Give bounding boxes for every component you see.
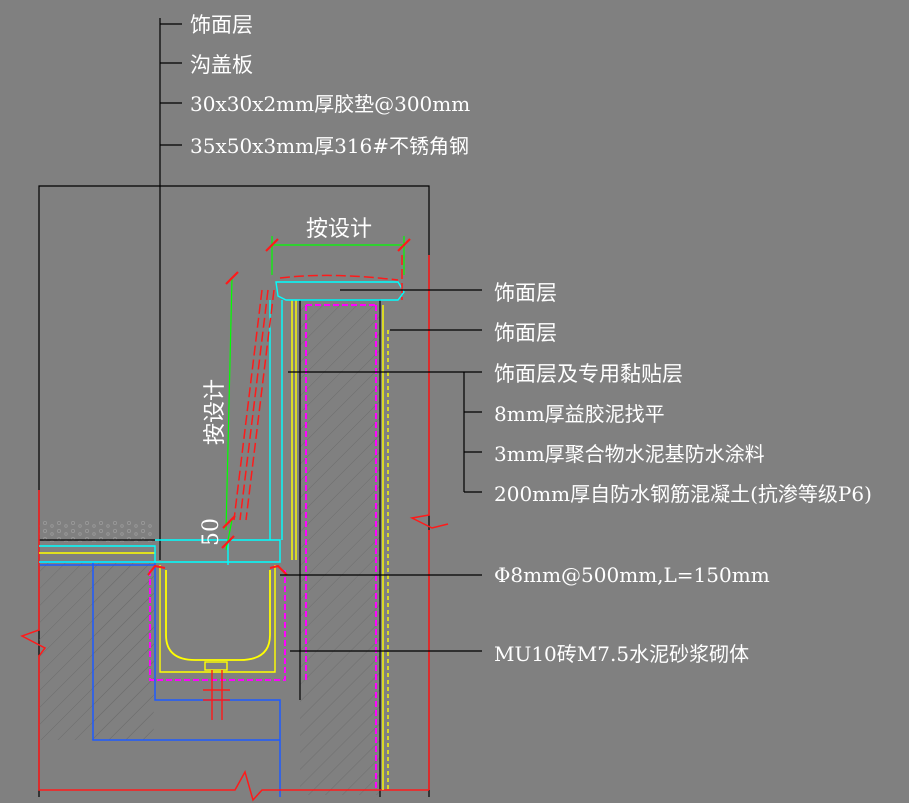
right-callout-masonry: MU10砖M7.5水泥砂浆砌体 <box>494 642 749 666</box>
right-callout-finish-2: 饰面层 <box>494 321 557 345</box>
boundary-red <box>20 255 449 802</box>
dimension-lines <box>225 236 405 551</box>
top-callout-leader <box>159 18 182 560</box>
waterproof-membrane <box>149 304 377 790</box>
drain-channel <box>165 570 271 661</box>
dimension-side-height: 按设计 <box>203 379 228 445</box>
right-callout-group-4: 200mm厚自防水钢筋混凝土(抗渗等级P6) <box>494 482 872 506</box>
right-callout-group-1: 饰面层及专用黏贴层 <box>494 362 683 386</box>
stone-finish <box>233 255 403 521</box>
top-callout-item-4: 35x50x3mm厚316#不锈角钢 <box>190 134 469 158</box>
right-callout-finish-1: 饰面层 <box>494 281 557 305</box>
dimension-base: 50 <box>199 518 224 546</box>
anchor-bars <box>147 564 288 576</box>
drain-outlet <box>203 661 230 720</box>
ground-section <box>39 305 380 795</box>
top-callout-item-3: 30x30x2mm厚胶垫@300mm <box>190 92 470 116</box>
right-callout-group-2: 8mm厚益胶泥找平 <box>494 402 665 426</box>
right-leaders <box>280 289 482 652</box>
dimension-ticks <box>221 238 411 549</box>
cover-plate <box>39 281 405 565</box>
dimension-top-width: 按设计 <box>306 217 372 242</box>
top-callout-item-1: 饰面层 <box>190 13 253 37</box>
top-callout-item-2: 沟盖板 <box>190 53 253 77</box>
finish-layers <box>39 300 389 790</box>
right-callout-anchor: Φ8mm@500mm,L=150mm <box>494 563 770 587</box>
right-callout-group-3: 3mm厚聚合物水泥基防水涂料 <box>494 442 765 466</box>
